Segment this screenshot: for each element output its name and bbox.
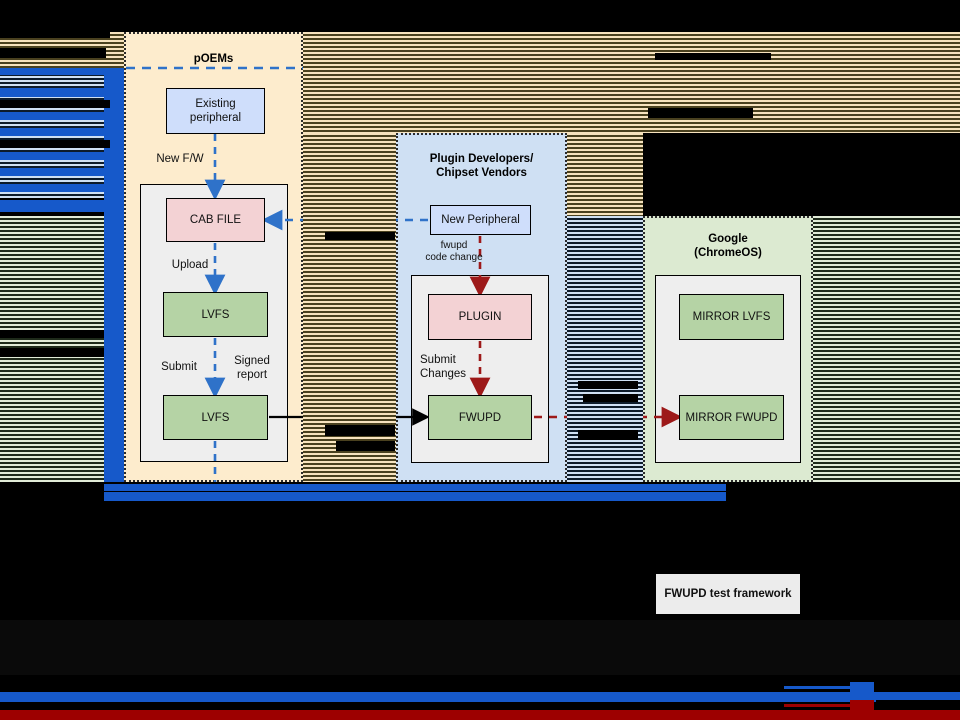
node-lvfs-submit-label: LVFS: [201, 411, 230, 424]
node-lvfs-upload-label: LVFS: [201, 308, 230, 321]
node-cab-file[interactable]: CAB FILE: [166, 198, 265, 242]
edge-label-signed-report: Signed report: [222, 354, 282, 382]
node-cab-file-label: CAB FILE: [189, 214, 242, 226]
edge-label-signed-report-line2: report: [236, 369, 268, 381]
node-existing-peripheral[interactable]: Existing peripheral: [166, 88, 265, 134]
node-plugin-label: PLUGIN: [458, 311, 502, 323]
edge-label-submit-changes-line1: Submit: [420, 354, 456, 366]
node-lvfs-upload[interactable]: LVFS: [163, 292, 268, 337]
node-mirror-fwupd[interactable]: MIRROR FWUPD: [679, 395, 784, 440]
edge-label-fwupd-code-change: fwupd code change: [418, 240, 490, 264]
node-new-peripheral-label: New Peripheral: [441, 214, 520, 226]
swimlane-google-title-line2: (ChromeOS): [694, 247, 762, 259]
swimlane-google-title-line1: Google: [708, 233, 748, 245]
node-mirror-lvfs-label: MIRROR LVFS: [692, 311, 771, 323]
node-fwupd[interactable]: FWUPD: [428, 395, 532, 440]
edge-label-signed-report-line1: Signed: [234, 355, 270, 367]
node-existing-peripheral-line1: Existing: [195, 98, 236, 110]
node-fwupd-test-framework-label: FWUPD test framework: [664, 588, 792, 600]
edge-label-new-fw: New F/W: [156, 153, 204, 165]
swimlane-plugin-title-line1: Plugin Developers/: [429, 153, 534, 165]
swimlane-poems-title: pOEMs: [193, 53, 234, 65]
node-lvfs-submit[interactable]: LVFS: [163, 395, 268, 440]
node-mirror-lvfs[interactable]: MIRROR LVFS: [679, 294, 784, 340]
node-fwupd-test-framework[interactable]: FWUPD test framework: [656, 574, 800, 614]
node-mirror-fwupd-label: MIRROR FWUPD: [685, 411, 778, 424]
swimlane-plugin-title-line2: Chipset Vendors: [436, 167, 527, 179]
edge-label-fwupd-code-change-line1: fwupd: [440, 240, 468, 251]
edge-label-submit-changes-line2: Changes: [420, 368, 467, 380]
edge-label-submit: Submit: [161, 361, 197, 373]
edge-label-fwupd-code-change-line2: code change: [425, 252, 483, 263]
edge-label-submit-changes: Submit Changes: [420, 353, 478, 381]
node-fwupd-label: FWUPD: [458, 411, 502, 424]
node-new-peripheral[interactable]: New Peripheral: [430, 205, 531, 235]
node-existing-peripheral-line2: peripheral: [189, 112, 242, 124]
node-plugin[interactable]: PLUGIN: [428, 294, 532, 340]
edge-label-upload: Upload: [171, 259, 209, 271]
